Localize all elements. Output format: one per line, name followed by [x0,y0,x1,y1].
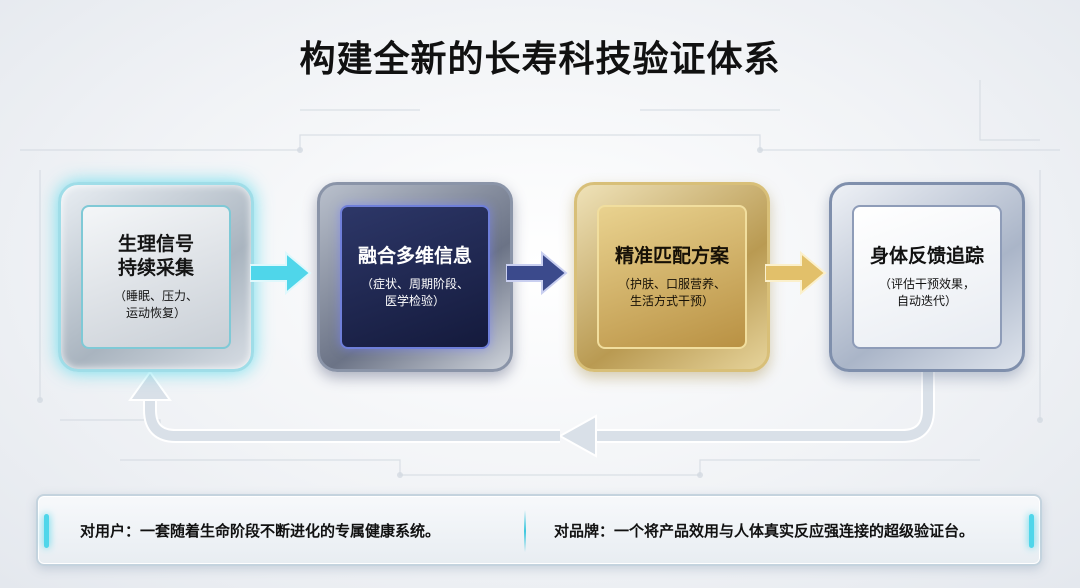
step-description-line: 生活方式干预） [629,294,714,308]
step-description: （评估干预效果， 自动迭代） [873,276,981,310]
step-description: （护肤、口服营养、 生活方式干预） [612,276,732,310]
step-card-panel: 身体反馈追踪 （评估干预效果， 自动迭代） [852,205,1002,349]
step-title: 身体反馈追踪 [869,245,984,267]
step-description-line: 自动迭代） [896,294,957,308]
step-description: （睡眠、压力、 运动恢复） [108,288,204,322]
step-card-panel: 生理信号 持续采集 （睡眠、压力、 运动恢复） [81,205,231,349]
summary-banner: 对用户：一套随着生命阶段不断进化的专属健康系统。 对品牌：一个将产品效用与人体真… [36,494,1042,566]
banner-glow-accent [1029,514,1034,548]
step-title: 融合多维信息 [357,245,472,267]
flow-arrow-right-icon [506,250,568,296]
step-description-line: （护肤、口服营养、 [617,277,726,291]
step-title: 生理信号 持续采集 [118,232,194,280]
step-card-panel: 融合多维信息 （症状、周期阶段、 医学检验） [340,205,490,349]
step-description-line: （睡眠、压力、 [113,289,198,303]
step-title-line: 生理信号 [117,233,194,255]
flow-arrow-right-icon [765,250,827,296]
flow-arrow-right-icon [250,250,312,296]
page-title: 构建全新的长寿科技验证体系 [299,39,781,80]
step-description: （症状、周期阶段、 医学检验） [355,276,475,310]
step-description-line: 运动恢复） [125,306,186,320]
banner-user-value: 对用户：一套随着生命阶段不断进化的专属健康系统。 [80,522,441,540]
step-card-signal-collection: 生理信号 持续采集 （睡眠、压力、 运动恢复） [58,182,254,372]
banner-glow-accent [44,514,49,548]
banner-brand-value: 对品牌：一个将产品效用与人体真实反应强连接的超级验证台。 [554,522,975,540]
step-card-precision-matching: 精准匹配方案 （护肤、口服营养、 生活方式干预） [574,182,770,372]
step-description-line: （评估干预效果， [878,277,975,291]
step-description-line: 医学检验） [384,294,445,308]
step-card-panel: 精准匹配方案 （护肤、口服营养、 生活方式干预） [597,205,747,349]
step-card-multidimensional-fusion: 融合多维信息 （症状、周期阶段、 医学检验） [317,182,513,372]
step-title: 精准匹配方案 [614,245,729,267]
step-description-line: （症状、周期阶段、 [360,277,469,291]
step-card-feedback-tracking: 身体反馈追踪 （评估干预效果， 自动迭代） [829,182,1025,372]
banner-divider [524,510,526,552]
step-title-line: 持续采集 [117,257,194,279]
